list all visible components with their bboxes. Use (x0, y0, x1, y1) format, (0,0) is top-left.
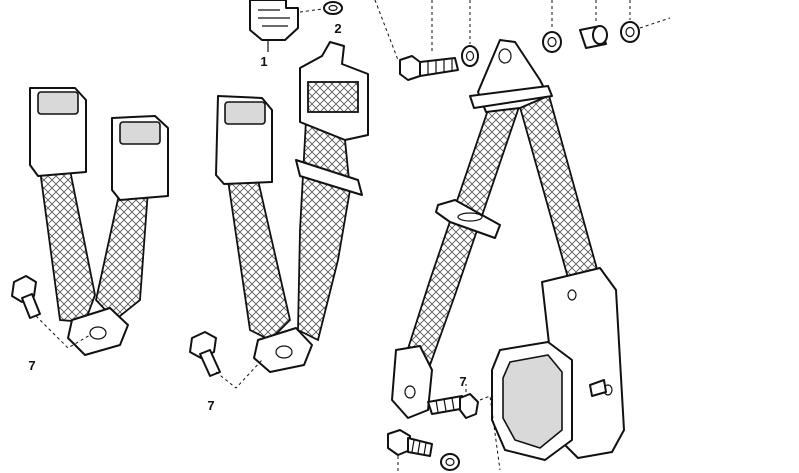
mounting-bolt-top (374, 0, 459, 81)
washer-top-2 (542, 0, 562, 53)
anchor-bolt-left (11, 275, 91, 349)
washer-top-1 (461, 0, 479, 67)
callout-7-middle: 7 (207, 398, 214, 413)
buckle-assembly-left (29, 87, 169, 356)
spacer-sleeve-top (579, 0, 608, 49)
anchor-bolt-middle (189, 331, 263, 389)
callout-1: 1 (260, 54, 267, 69)
callout-7-left: 7 (28, 358, 35, 373)
nut-top (620, 0, 671, 43)
buckle-assembly-middle (215, 41, 369, 373)
callout-2: 2 (334, 21, 341, 36)
clip-bracket-part (249, 0, 331, 52)
washer-part (323, 1, 343, 15)
anchor-bolt-right-upper (427, 384, 501, 471)
retractor-belt-assembly (391, 39, 625, 461)
callout-7-right: 7 (459, 374, 466, 389)
anchor-bolt-right-lower (387, 429, 460, 473)
